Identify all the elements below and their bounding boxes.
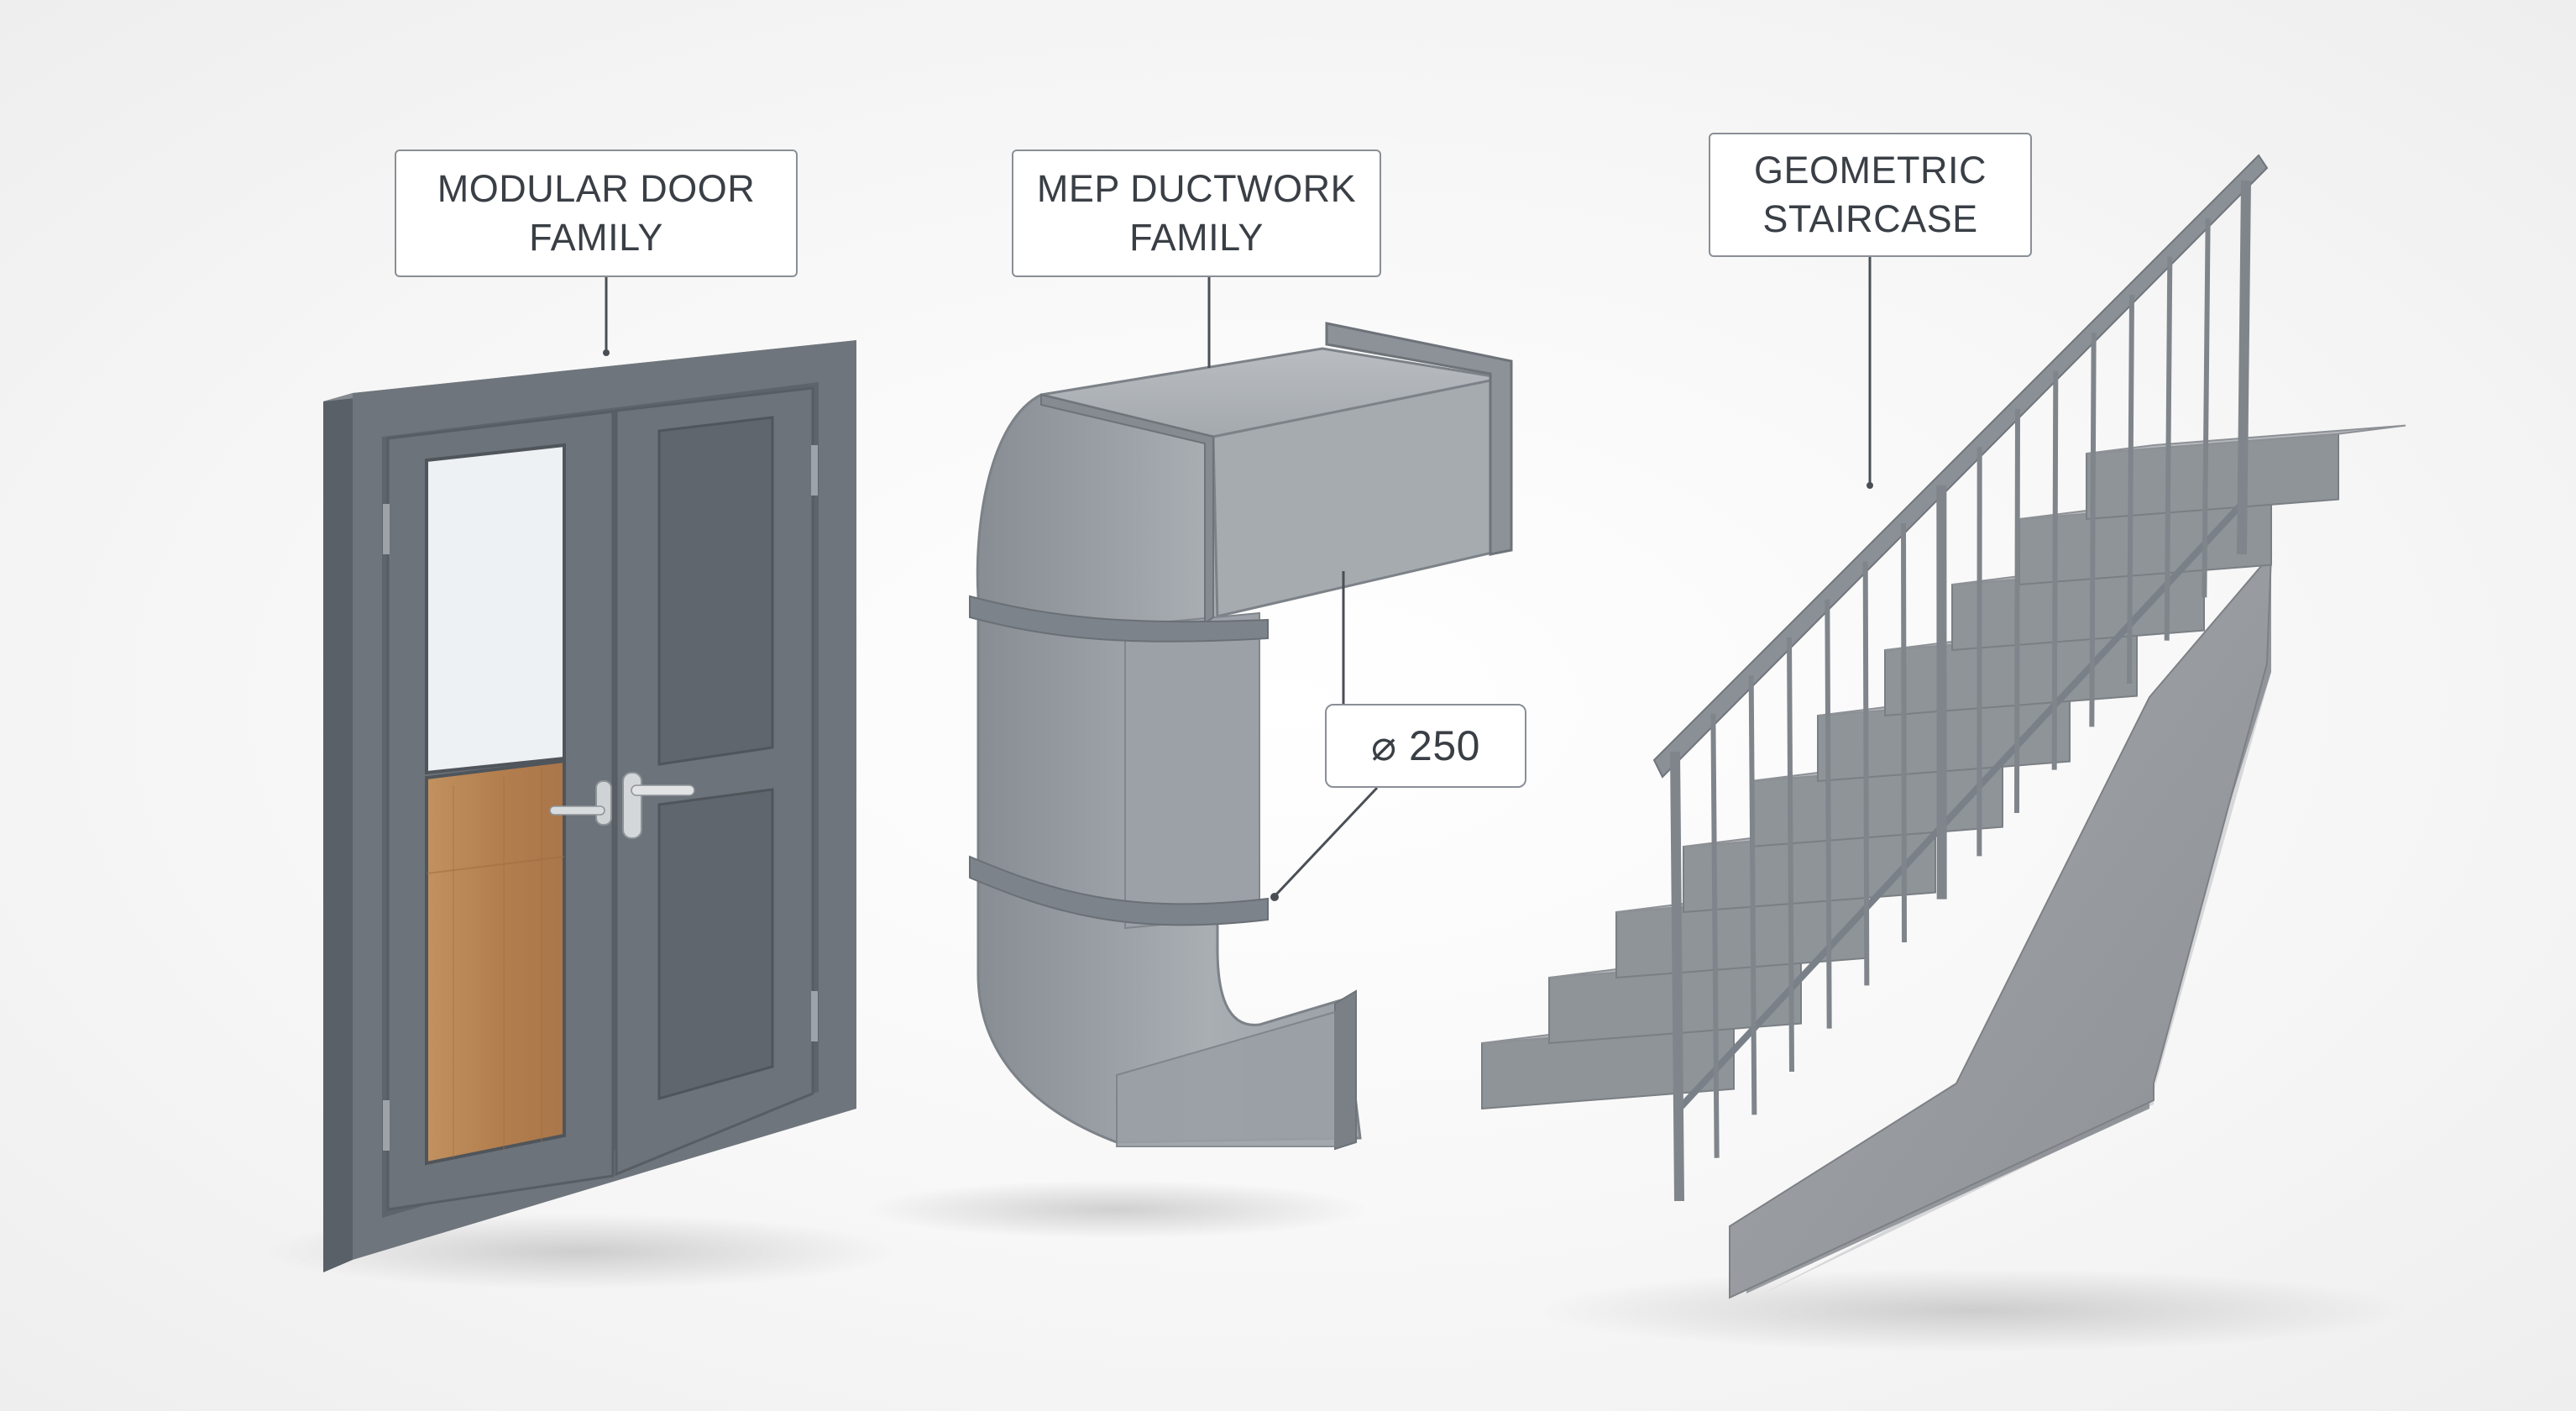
- duct-bottom-flange: [1334, 989, 1357, 1151]
- door-family-label: MODULAR DOOR FAMILY: [395, 149, 798, 277]
- door-wood-panel: [425, 758, 566, 1166]
- duct-joint-band-upper: [969, 595, 1269, 643]
- stair-baluster: [2051, 370, 2059, 770]
- mep-ductwork-model: [865, 277, 1513, 1239]
- door-hinge: [811, 445, 818, 496]
- stair-baluster: [2202, 218, 2211, 598]
- stair-baluster: [2089, 333, 2097, 727]
- door-right-handle: [631, 784, 695, 796]
- door-glass-panel: [425, 443, 566, 775]
- stair-baluster: [1787, 637, 1794, 1073]
- door-label-line2: FAMILY: [529, 216, 663, 259]
- door-left-handle-plate: [595, 780, 612, 826]
- door-hinge: [383, 1100, 390, 1151]
- duct-label-line2: FAMILY: [1129, 216, 1264, 259]
- stair-baluster: [1748, 675, 1757, 1115]
- stair-baluster: [2237, 180, 2251, 555]
- stair-handrail: [1652, 154, 2269, 779]
- stair-label-line1: GEOMETRIC: [1753, 149, 1987, 191]
- door-left-handle: [549, 805, 605, 816]
- stair-railing: [1652, 154, 2269, 1202]
- geometric-staircase-model: [1481, 154, 2410, 1352]
- stair-baluster: [1670, 751, 1684, 1202]
- stair-baluster: [2014, 408, 2020, 814]
- stair-riser: [2086, 433, 2339, 521]
- door-leader-dot: [603, 349, 610, 356]
- stair-bottom-rail: [1677, 501, 2244, 1111]
- door-hinge: [383, 504, 390, 554]
- stair-baluster: [1862, 561, 1870, 986]
- door-right-lower-panel: [657, 788, 774, 1100]
- door-label-line1: MODULAR DOOR: [437, 167, 756, 210]
- modular-door-model: [260, 277, 898, 1289]
- door-frame-side: [323, 393, 353, 1272]
- staircase-label: GEOMETRIC STAIRCASE: [1709, 133, 2032, 257]
- stair-baluster: [2127, 294, 2134, 685]
- duct-shadow: [865, 1180, 1369, 1239]
- duct-family-label: MEP DUCTWORK FAMILY: [1012, 149, 1381, 277]
- diameter-dimension-text: ⌀ 250: [1371, 722, 1480, 769]
- door-hinge: [811, 991, 818, 1041]
- dimension-leader-dot: [1270, 893, 1279, 901]
- duct-vertical-panel: [1124, 611, 1260, 930]
- stair-shadow: [1537, 1268, 2410, 1352]
- door-right-upper-panel: [657, 416, 774, 766]
- stair-leader-dot: [1867, 482, 1873, 489]
- stair-baluster: [1825, 599, 1832, 1029]
- dimension-leader-diagonal: [1275, 786, 1379, 896]
- diameter-dimension-label: ⌀ 250: [1325, 704, 1526, 788]
- stair-baluster: [1901, 522, 1907, 943]
- stair-baluster: [1710, 713, 1720, 1158]
- stair-baluster: [2164, 256, 2173, 641]
- duct-outlet-flange: [1325, 322, 1513, 556]
- duct-joint-band-lower: [969, 855, 1269, 926]
- stair-side-wall: [1746, 554, 2271, 1293]
- door-right-handle-plate: [622, 772, 642, 839]
- stair-label-line2: STAIRCASE: [1762, 197, 1978, 240]
- duct-label-line1: MEP DUCTWORK: [1036, 167, 1357, 210]
